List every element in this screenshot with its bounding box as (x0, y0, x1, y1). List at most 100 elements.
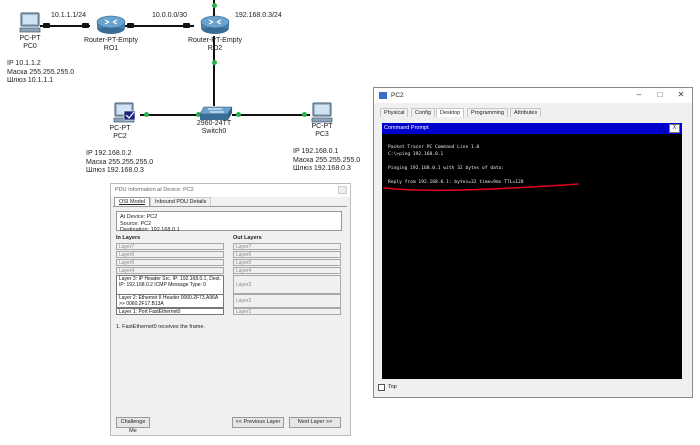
out-layer-4[interactable]: Layer4 (233, 267, 341, 274)
pc0-label: PC-PT PC0 (10, 35, 50, 51)
top-label: Top (388, 384, 397, 390)
switch0-icon[interactable] (198, 105, 234, 123)
previous-layer-button[interactable]: << Previous Layer (232, 417, 284, 428)
link-indicator (43, 23, 50, 28)
link-indicator (196, 112, 201, 117)
link-indicator (144, 112, 149, 117)
out-layer-6[interactable]: Layer6 (233, 251, 341, 258)
pc0-icon[interactable] (18, 12, 42, 34)
out-layers-heading: Out Layers (233, 235, 262, 241)
app-icon (379, 92, 387, 99)
pdu-title-bar: PDU Information at Device: PC2 (111, 184, 350, 197)
pc3-mask: Маска 255.255.255.0 (293, 156, 361, 164)
tab-programming[interactable]: Programming (467, 108, 509, 117)
pc3-label: PC-PT PC3 (302, 123, 342, 139)
out-layer-5[interactable]: Layer5 (233, 259, 341, 266)
next-layer-button[interactable]: Next Layer >> (289, 417, 341, 428)
out-layer-7[interactable]: Layer7 (233, 243, 341, 250)
terminal-line: Packet Tracer PC Command Line 1.0 (388, 145, 480, 150)
link-indicator (302, 112, 307, 117)
pc3-icon[interactable] (310, 102, 334, 124)
in-layer-4[interactable]: Layer4 (116, 267, 224, 274)
command-prompt-close-button[interactable]: X (669, 124, 680, 133)
link-ro2-up (213, 0, 215, 20)
ro1-name: RO1 (103, 45, 119, 52)
link-pc2-switch (140, 114, 200, 116)
pc0-name: PC0 (23, 43, 37, 50)
in-layer-7[interactable]: Layer7 (116, 243, 224, 250)
pc3-type: PC-PT (311, 123, 333, 130)
pc2-name: PC2 (113, 133, 127, 140)
maximize-icon[interactable]: □ (657, 90, 663, 99)
window-title: PC2 (391, 92, 404, 99)
tab-physical[interactable]: Physical (380, 108, 409, 117)
command-prompt-titlebar (382, 123, 682, 134)
minimize-icon[interactable]: – (636, 90, 642, 99)
pc2-title-bar: PC2 – □ ✕ (374, 88, 692, 103)
pc0-gateway: Шлюз 10.1.1.1 (7, 77, 54, 84)
link-switch-pc3 (232, 114, 310, 116)
link-ro1-ro2 (124, 25, 194, 27)
tab-osi-model[interactable]: OSI Model (114, 197, 150, 206)
pc2-ip-info: IP 192.168.0.2 Маска 255.255.255.0 Шлюз … (86, 150, 153, 176)
ro2-label: Router-PT-Empty RO2 (182, 37, 248, 53)
in-layers-heading: In Layers (116, 235, 141, 241)
link-indicator (212, 60, 217, 65)
tab-desktop[interactable]: Desktop (436, 108, 465, 117)
in-layer-3[interactable]: Layer 3: IP Header Src. IP: 192.168.0.1,… (116, 275, 224, 295)
link-pc0-ro1 (40, 25, 90, 27)
ro1-label: Router-PT-Empty RO1 (80, 37, 142, 53)
ro1-type: Router-PT-Empty (83, 37, 139, 44)
link-indicator (183, 23, 190, 28)
link-ro2-switch (213, 36, 215, 106)
pc2-type: PC-PT (109, 125, 131, 132)
top-checkbox[interactable] (378, 384, 385, 391)
pc3-gateway: Шлюз 192.168.0.3 (293, 165, 351, 172)
pc2-icon[interactable] (112, 102, 140, 126)
net-label-a: 10.1.1.1/24 (51, 12, 87, 19)
pc0-type: PC-PT (19, 35, 41, 42)
tab-attributes[interactable]: Attributes (510, 108, 542, 117)
ro2-name: RO2 (207, 45, 223, 52)
switch0-label: 2960-24TT Switch0 (188, 120, 240, 136)
link-indicator (236, 112, 241, 117)
out-layer-1[interactable]: Layer1 (233, 308, 341, 315)
out-layer-3[interactable]: Layer3 (233, 275, 341, 294)
pc2-ip: IP 192.168.0.2 (86, 150, 132, 157)
destination: Destination: 192.168.0.1 (120, 227, 180, 233)
link-indicator (82, 23, 89, 28)
link-indicator (212, 3, 217, 8)
challenge-me-button[interactable]: Challenge Me (116, 417, 150, 434)
pc2-gateway: Шлюз 192.168.0.3 (86, 167, 144, 174)
net-label-c: 192.168.0.3/24 (235, 12, 282, 19)
pdu-explanation: 1. FastEthernet0 receives the frame. (116, 324, 205, 330)
terminal-output[interactable] (382, 134, 682, 379)
switch0-name: Switch0 (201, 128, 227, 135)
pdu-device-info: At Device: PC2 Source: PC2 Destination: … (116, 211, 342, 233)
pc0-ip: IP 10.1.1.2 (7, 60, 41, 67)
pdu-close-button[interactable] (338, 186, 347, 194)
tab-config[interactable]: Config (411, 108, 435, 117)
pc3-ip-info: IP 192.168.0.1 Маска 255.255.255.0 Шлюз … (293, 148, 360, 174)
in-layer-6[interactable]: Layer6 (116, 251, 224, 258)
pc3-ip: IP 192.168.0.1 (293, 148, 339, 155)
pdu-title: PDU Information at Device: PC2 (115, 187, 194, 193)
pc0-mask: Маска 255.255.255.0 (7, 68, 75, 76)
router-ro1-icon[interactable] (95, 14, 127, 36)
command-prompt-title: Command Prompt (384, 125, 429, 131)
pc0-ip-info: IP 10.1.1.2 Маска 255.255.255.0 Шлюз 10.… (7, 60, 74, 86)
terminal-line: C:\>ping 192.168.0.1 (388, 152, 444, 157)
in-layer-1[interactable]: Layer 1: Port FastEthernet0 (116, 308, 224, 315)
in-layer-5[interactable]: Layer5 (116, 259, 224, 266)
net-label-b: 10.0.0.0/30 (152, 12, 188, 19)
ro2-type: Router-PT-Empty (187, 37, 243, 44)
red-underline-annotation (383, 183, 579, 192)
close-icon[interactable]: ✕ (677, 90, 685, 99)
in-layer-2[interactable]: Layer 2: Ethernet II Header 0060.2F73.A9… (116, 294, 224, 308)
out-layer-2[interactable]: Layer2 (233, 294, 341, 308)
pc3-name: PC3 (315, 131, 329, 138)
terminal-line: Pinging 192.168.0.1 with 32 bytes of dat… (388, 166, 505, 171)
tab-inbound-pdu-details[interactable]: Inbound PDU Details (150, 197, 212, 206)
tab-divider (113, 206, 347, 207)
router-ro2-icon[interactable] (199, 14, 231, 36)
